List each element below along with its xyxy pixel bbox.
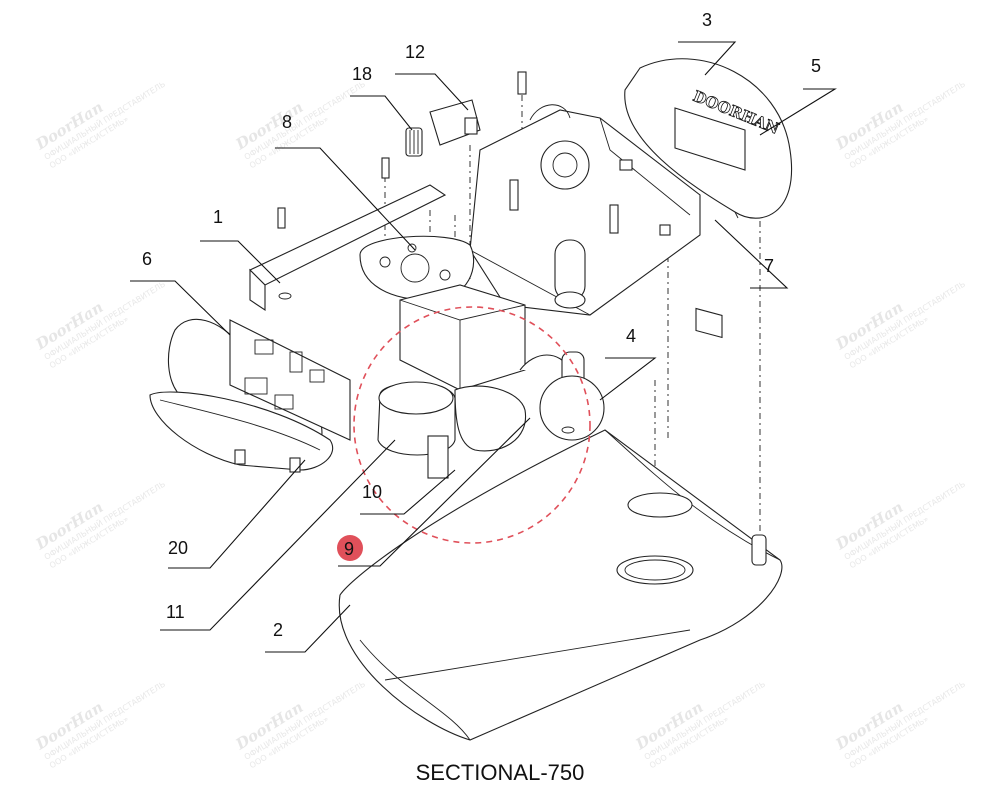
watermark: DoorHan ОФИЦИАЛЬНЫЙ ПРЕДСТАВИТЕЛЬ ООО «И…	[32, 278, 167, 371]
watermark: DoorHan ОФИЦИАЛЬНЫЙ ПРЕДСТАВИТЕЛЬ ООО «И…	[232, 678, 367, 771]
callout-9: 9	[344, 539, 354, 559]
watermark: DoorHan ОФИЦИАЛЬНЫЙ ПРЕДСТАВИТЕЛЬ ООО «И…	[832, 278, 967, 371]
watermark: DoorHan ОФИЦИАЛЬНЫЙ ПРЕДСТАВИТЕЛЬ ООО «И…	[832, 78, 967, 171]
callout-3: 3	[702, 10, 712, 30]
bottom-cover-part-2	[338, 429, 783, 741]
callout-11: 11	[166, 602, 185, 622]
watermark: DoorHan ОФИЦИАЛЬНЫЙ ПРЕДСТАВИТЕЛЬ ООО «И…	[32, 78, 167, 171]
callout-9-badge: 9	[337, 535, 363, 561]
callout-18: 18	[352, 64, 372, 84]
callout-5: 5	[811, 56, 821, 76]
screws	[277, 71, 527, 229]
gear-part-18	[405, 127, 423, 157]
leader-lines	[130, 41, 837, 653]
callout-1: 1	[213, 207, 223, 227]
callout-20: 20	[168, 538, 188, 558]
callout-labels: 1 2 3 4 5 6 7 8 9 10 11 12 18 20	[142, 10, 821, 640]
lamp-part-4	[519, 351, 605, 441]
gear-cover-part-12	[429, 99, 481, 146]
callout-10: 10	[362, 482, 382, 502]
motor-part-10	[377, 284, 527, 479]
side-housing-part-20	[149, 391, 333, 473]
callout-2: 2	[273, 620, 283, 640]
highlight-circle	[353, 306, 591, 544]
callout-7: 7	[764, 256, 774, 276]
main-frame-part-7	[469, 104, 701, 316]
callout-8: 8	[282, 112, 292, 132]
watermark: DoorHan ОФИЦИАЛЬНЫЙ ПРЕДСТАВИТЕЛЬ ООО «И…	[832, 678, 967, 771]
callout-6: 6	[142, 249, 152, 269]
diagram-caption: SECTIONAL-750	[416, 760, 585, 785]
watermark: DoorHan ОФИЦИАЛЬНЫЙ ПРЕДСТАВИТЕЛЬ ООО «И…	[32, 678, 167, 771]
watermark: DoorHan ОФИЦИАЛЬНЫЙ ПРЕДСТАВИТЕЛЬ ООО «И…	[32, 478, 167, 571]
callout-4: 4	[626, 326, 636, 346]
callout-12: 12	[405, 42, 425, 62]
motor-flange-part-8	[359, 235, 475, 301]
highlight-dot	[337, 535, 363, 561]
watermark: DoorHan ОФИЦИАЛЬНЫЙ ПРЕДСТАВИТЕЛЬ ООО «И…	[832, 478, 967, 571]
mounting-bracket-part-1	[249, 184, 447, 312]
watermark: DoorHan ОФИЦИАЛЬНЫЙ ПРЕДСТАВИТЕЛЬ ООО «И…	[632, 678, 767, 771]
